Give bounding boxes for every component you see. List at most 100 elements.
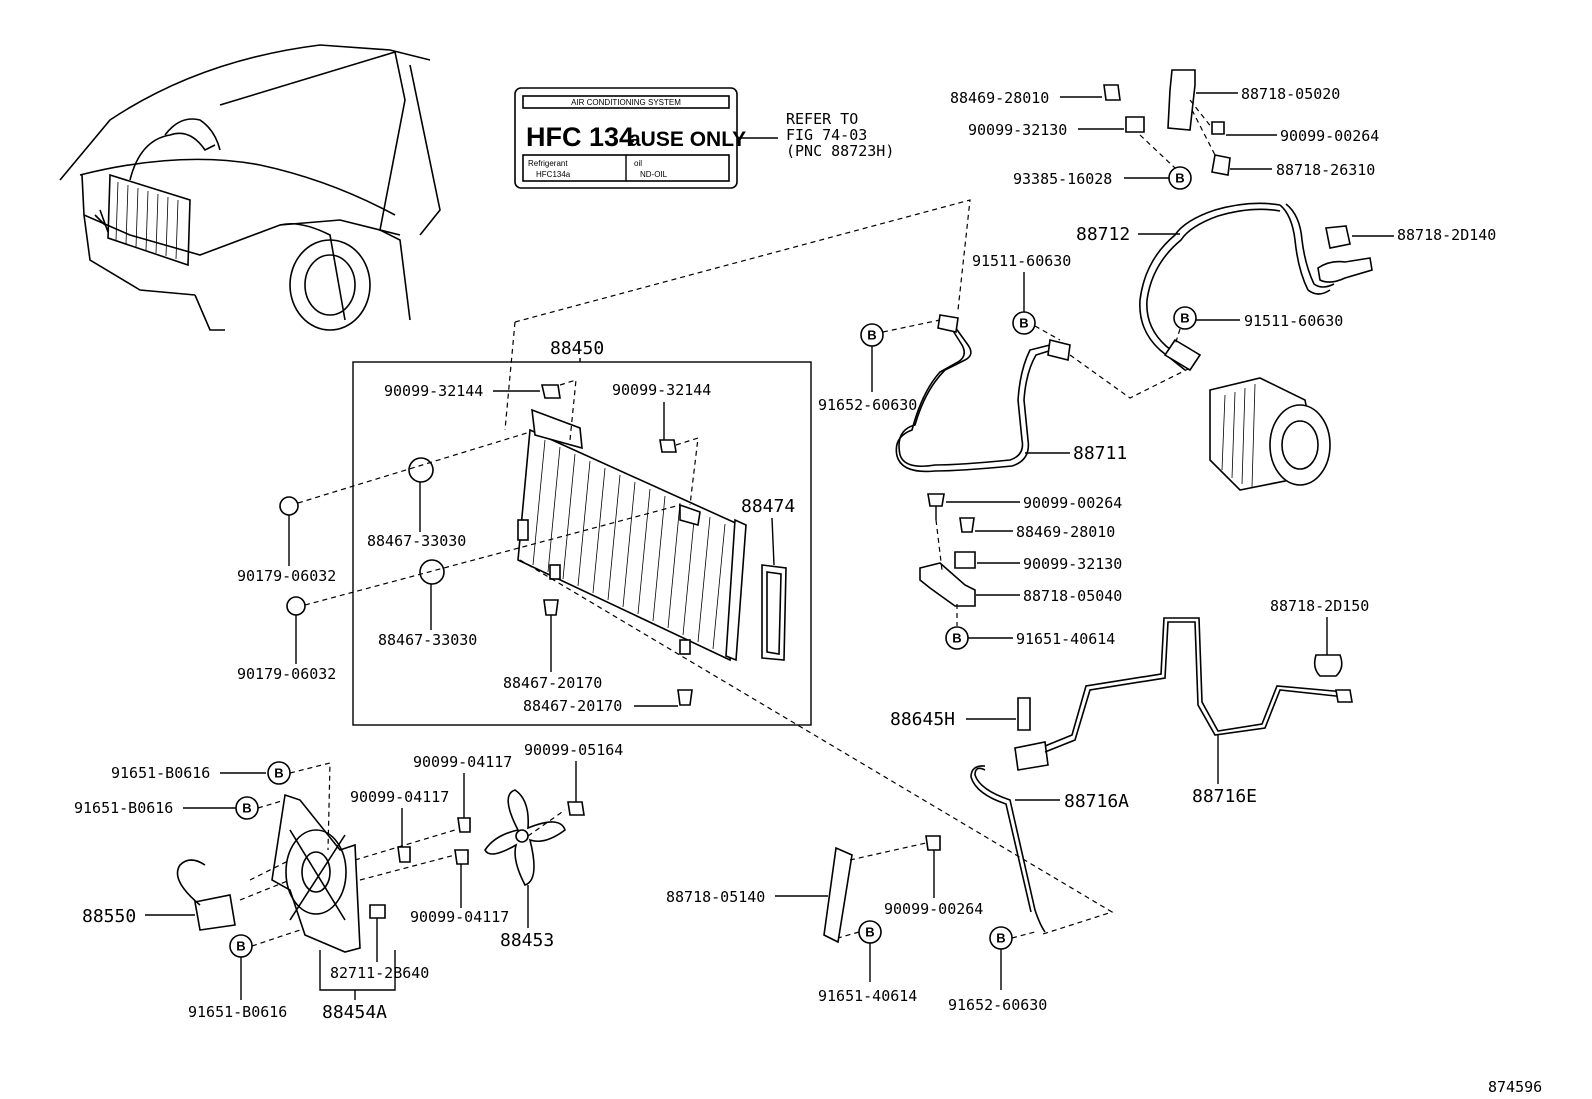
svg-text:B: B	[274, 766, 283, 781]
clamp-88718-26310	[1211, 154, 1231, 176]
label-93385-16028: 93385-16028	[1013, 170, 1112, 188]
bolt-88467-20170-b	[677, 689, 693, 706]
label-90179-06032-b: 90179-06032	[237, 665, 336, 683]
bracket-88718-05040	[919, 562, 976, 607]
label-88467-33030-b: 88467-33030	[378, 631, 477, 649]
label-88467-20170-a: 88467-20170	[503, 674, 602, 692]
sticker-refrigerant-label: Refrigerant	[528, 159, 568, 168]
car-front-sketch	[59, 44, 441, 331]
bolt-90099-32144-b	[659, 439, 677, 453]
marker-b-6: B	[860, 323, 884, 347]
marker-b-5: B	[989, 926, 1013, 950]
label-88718-26310: 88718-26310	[1276, 161, 1375, 179]
condenser-group-box	[352, 361, 812, 726]
svg-text:B: B	[952, 631, 961, 646]
svg-text:B: B	[1019, 316, 1028, 331]
label-88550: 88550	[82, 906, 136, 927]
label-91511-60630-b: 91511-60630	[1244, 312, 1343, 330]
bolt-90099-00264-top	[1211, 121, 1225, 135]
fan-shroud	[271, 793, 361, 953]
insulator-88467-33030-b	[419, 559, 445, 585]
label-88716A: 88716A	[1064, 791, 1129, 812]
hose-88712	[1139, 202, 1281, 371]
nut-90099-05164	[567, 801, 585, 816]
label-82711-2B640: 82711-2B640	[330, 964, 429, 982]
label-88474: 88474	[741, 496, 795, 517]
marker-b-1: B	[267, 761, 291, 785]
label-90099-32144-a: 90099-32144	[384, 382, 483, 400]
label-90099-32130-top: 90099-32130	[968, 121, 1067, 139]
label-90099-04117-c: 90099-04117	[410, 908, 509, 926]
label-90099-00264-top: 90099-00264	[1280, 127, 1379, 145]
svg-text:B: B	[867, 328, 876, 343]
label-90099-05164: 90099-05164	[524, 741, 623, 759]
pressure-switch-88645H	[1017, 697, 1031, 731]
clip-90179-06032-b	[286, 596, 306, 616]
label-91652-60630-low: 91652-60630	[948, 996, 1047, 1014]
svg-text:B: B	[1180, 311, 1189, 326]
bolt-90099-00264-low	[925, 835, 941, 851]
label-88467-20170-b: 88467-20170	[523, 697, 622, 715]
bolt-90099-00264-mid	[927, 493, 945, 507]
label-88718-05020: 88718-05020	[1241, 85, 1340, 103]
receiver-gasket	[761, 564, 787, 661]
label-88469-28010-top: 88469-28010	[950, 89, 1049, 107]
svg-text:B: B	[1175, 171, 1184, 186]
sticker-main: HFC 134	[526, 122, 634, 152]
sticker-header: AIR CONDITIONING SYSTEM	[571, 98, 681, 107]
label-88467-33030-a: 88467-33030	[367, 532, 466, 550]
label-90099-00264-low: 90099-00264	[884, 900, 983, 918]
label-91651-B0616-b: 91651-B0616	[74, 799, 173, 817]
label-88711: 88711	[1073, 443, 1127, 464]
fan-blade	[484, 789, 566, 886]
svg-text:B: B	[236, 939, 245, 954]
label-91651-B0616-a: 91651-B0616	[111, 764, 210, 782]
label-88454A: 88454A	[322, 1002, 387, 1023]
compressor	[1209, 377, 1331, 491]
label-91651-40614-mid: 91651-40614	[1016, 630, 1115, 648]
marker-b-9: B	[1173, 306, 1197, 330]
grommet-90099-32130-top	[1125, 116, 1145, 133]
bolt-90099-04117-a	[397, 846, 411, 863]
label-88712: 88712	[1076, 224, 1130, 245]
marker-b-4: B	[858, 920, 882, 944]
label-91652-60630-top: 91652-60630	[818, 396, 917, 414]
bolt-88469-28010-top	[1103, 84, 1121, 101]
marker-b-3: B	[229, 934, 253, 958]
svg-text:B: B	[242, 801, 251, 816]
hose-88711	[898, 319, 1051, 468]
insulator-88467-33030-a	[408, 457, 434, 483]
label-90099-04117-a: 90099-04117	[350, 788, 449, 806]
condenser	[517, 408, 747, 662]
label-88718-05140: 88718-05140	[666, 888, 765, 906]
marker-b-2: B	[235, 796, 259, 820]
bolt-88469-28010-mid	[959, 517, 975, 533]
bracket-88718-05020	[1167, 69, 1196, 131]
bolt-90099-04117-c	[454, 849, 469, 865]
refer-line-3: (PNC 88723H)	[786, 142, 894, 160]
label-90179-06032-a: 90179-06032	[237, 567, 336, 585]
figure-id: 874596	[1488, 1078, 1542, 1096]
cushion-88718-2D150	[1313, 654, 1343, 677]
pipe-88716A	[974, 767, 1046, 933]
pipe-joint	[1014, 741, 1049, 771]
marker-b-7: B	[1012, 311, 1036, 335]
label-90099-00264-mid: 90099-00264	[1023, 494, 1122, 512]
sticker-oil-label: oil	[634, 159, 642, 168]
label-88718-2D140: 88718-2D140	[1397, 226, 1496, 244]
svg-text:B: B	[865, 925, 874, 940]
label-90099-04117-b: 90099-04117	[413, 753, 512, 771]
label-88469-28010-mid: 88469-28010	[1016, 523, 1115, 541]
fan-motor	[176, 859, 236, 931]
label-90099-32144-b: 90099-32144	[612, 381, 711, 399]
label-88716E: 88716E	[1192, 786, 1257, 807]
sticker-main-suffix: aUSE ONLY	[629, 128, 746, 151]
bolt-90099-04117-b	[457, 817, 471, 833]
label-91511-60630-a: 91511-60630	[972, 252, 1071, 270]
sticker-refrigerant-value: HFC134a	[536, 170, 571, 179]
label-88645H: 88645H	[890, 709, 955, 730]
marker-b-10: B	[1168, 166, 1192, 190]
label-88453: 88453	[500, 930, 554, 951]
label-91651-B0616-c: 91651-B0616	[188, 1003, 287, 1021]
